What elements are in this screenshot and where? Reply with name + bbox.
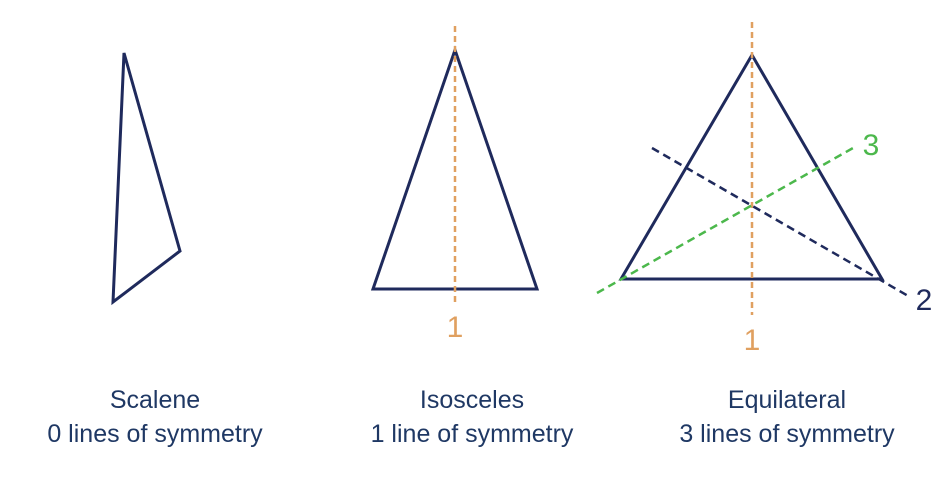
scalene-triangle: [111, 52, 182, 306]
scalene-symmetry: 0 lines of symmetry: [47, 420, 263, 448]
isosceles-line-label-1: 1: [447, 311, 464, 344]
equilateral-caption: Equilateral 3 lines of symmetry: [637, 383, 937, 451]
scalene-caption: Scalene 0 lines of symmetry: [5, 383, 305, 451]
equilateral-symmetry-line-3: [596, 146, 854, 295]
isosceles-caption: Isosceles 1 line of symmetry: [322, 383, 622, 451]
equilateral-symmetry: 3 lines of symmetry: [679, 420, 895, 448]
equilateral-name: Equilateral: [727, 386, 847, 414]
equilateral-line-label-1: 1: [744, 324, 761, 357]
isosceles-symmetry: 1 line of symmetry: [370, 420, 574, 448]
equilateral-symmetry-line-2: [651, 146, 911, 299]
isosceles-name: Isosceles: [419, 386, 525, 414]
equilateral-line-label-2: 2: [916, 284, 933, 317]
scalene-name: Scalene: [109, 386, 201, 414]
equilateral-line-label-3: 3: [863, 129, 880, 162]
